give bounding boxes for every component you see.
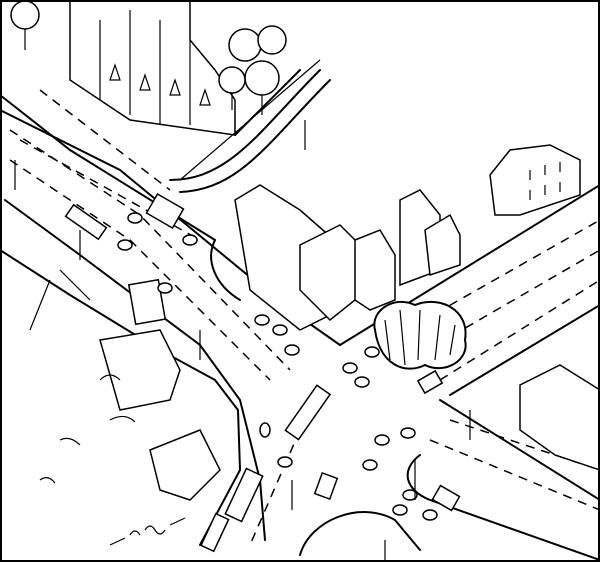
church (69, 0, 321, 181)
lane-markings (9, 89, 600, 546)
signature (109, 517, 186, 546)
street-furniture (14, 120, 471, 560)
trees (10, 0, 467, 370)
vehicles (64, 192, 461, 553)
buildings (99, 144, 600, 501)
